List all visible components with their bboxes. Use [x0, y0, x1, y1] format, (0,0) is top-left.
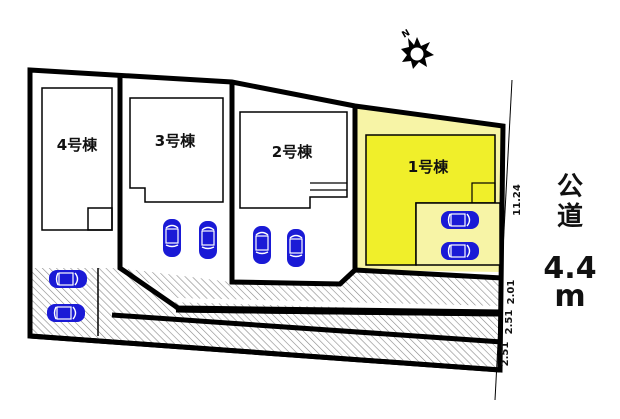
compass-sun-icon [401, 37, 434, 69]
lot-1-label: 1号棟 [408, 158, 449, 176]
north-label: N [401, 28, 413, 40]
road-width: 4.4 m [540, 251, 600, 314]
car-icon [252, 225, 272, 265]
car-icon [440, 241, 480, 261]
building-3 [129, 97, 224, 203]
building-2 [239, 111, 348, 209]
car-icon [440, 210, 480, 230]
car-icon [286, 228, 306, 268]
driveway-dimension-1: 2.01 [506, 280, 517, 305]
driveway-divider-2 [111, 312, 503, 345]
driveway-hatch-upper [120, 268, 502, 306]
car-icon [162, 218, 182, 258]
lot-3-label: 3号棟 [155, 132, 196, 150]
road-edge-line [494, 79, 513, 401]
driveway-dimension-3: 2.51 [500, 342, 511, 367]
driveway-dimension-2: 2.51 [504, 310, 515, 335]
car-icon [198, 220, 218, 260]
car-icon [46, 303, 86, 323]
lot-divider-1 [354, 267, 503, 281]
road-label: 公 道 [545, 172, 595, 232]
road-label-char-1: 公 [556, 172, 583, 202]
car-icon [48, 269, 88, 289]
road-label-char-2: 道 [556, 202, 583, 232]
road-width-value: 4.4 [543, 251, 597, 286]
lot-4-label: 4号棟 [57, 136, 98, 154]
frontage-dimension: 11.24 [512, 184, 523, 216]
lot-divider-2 [229, 82, 358, 287]
lot-2-label: 2号棟 [272, 143, 313, 161]
road-width-unit: m [554, 279, 586, 314]
